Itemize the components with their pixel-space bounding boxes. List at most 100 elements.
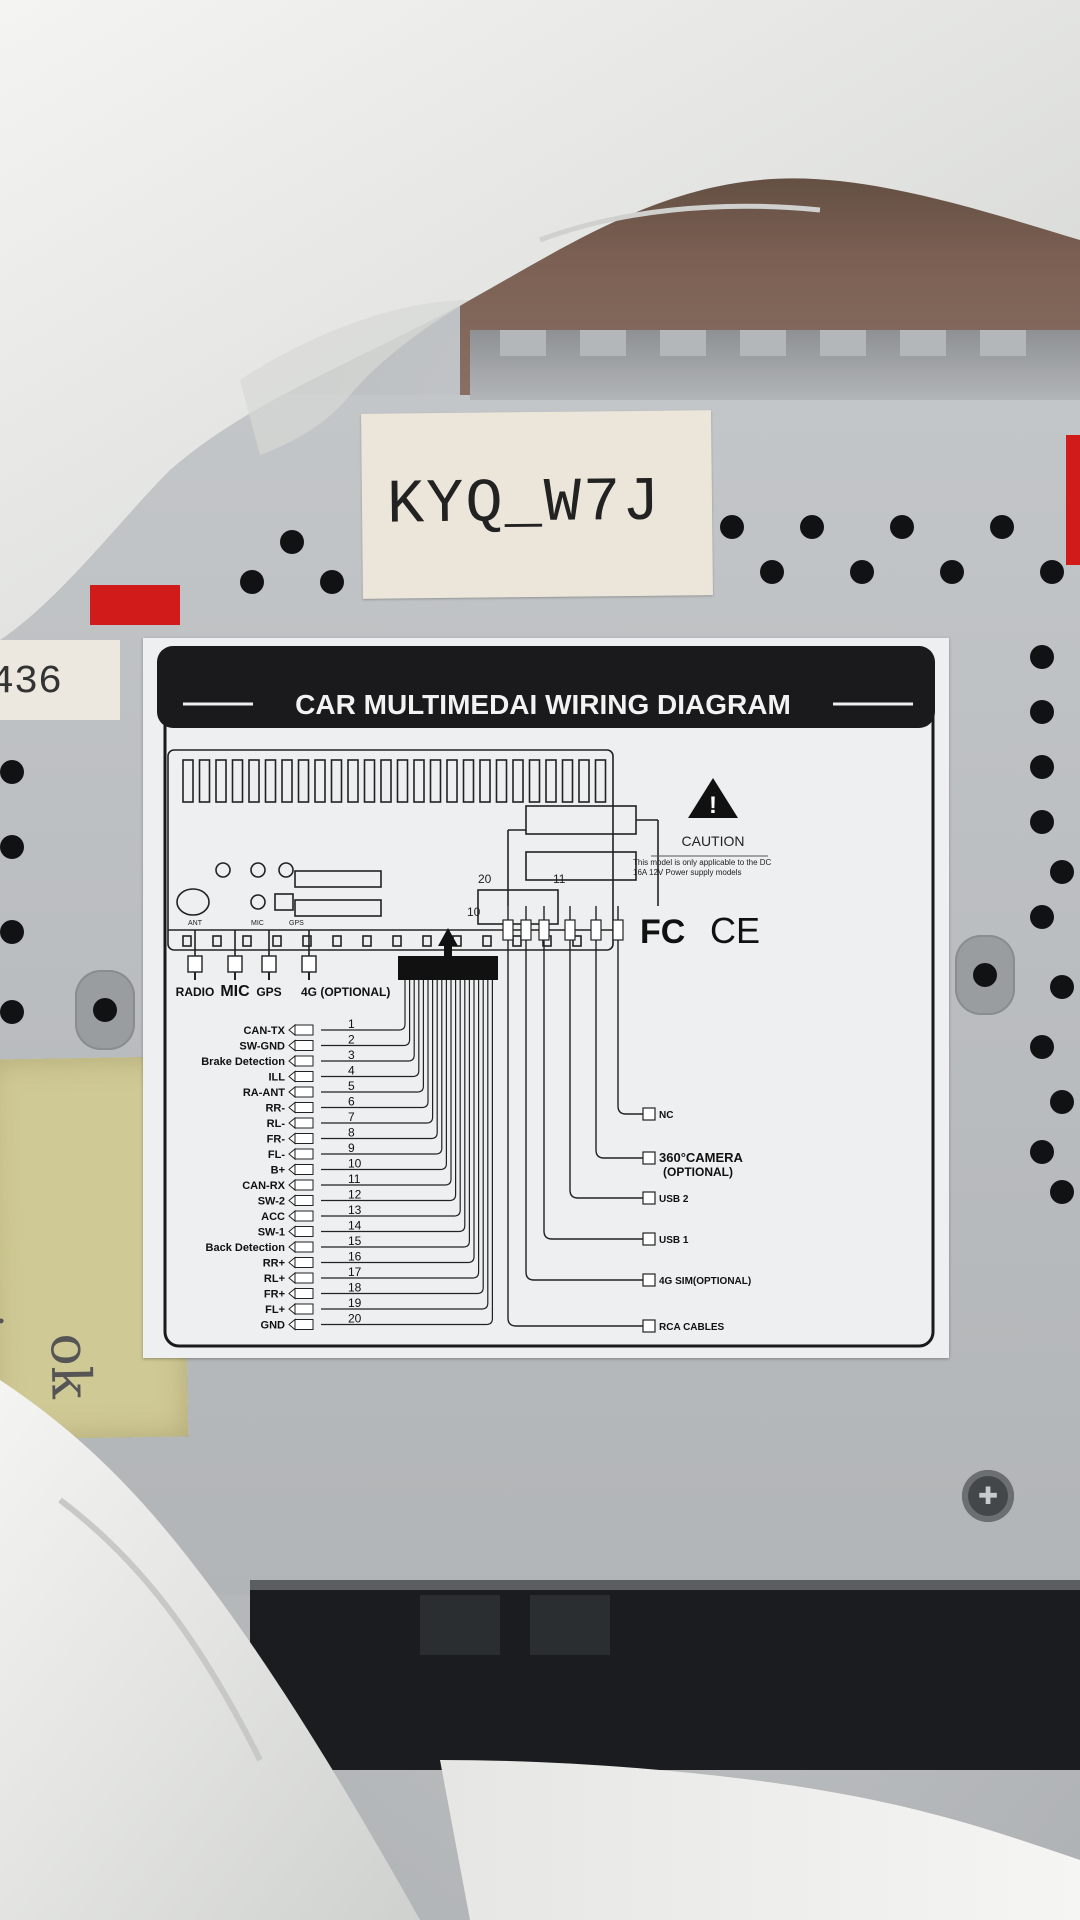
pin-wires <box>288 980 493 1331</box>
pin-number: 14 <box>348 1219 362 1233</box>
wiring-diagram-label: CAR MULTIMEDAI WIRING DIAGRAM 20 11 10 A… <box>143 638 949 1358</box>
vent-hole <box>1050 1180 1074 1204</box>
ce-mark: CE <box>710 910 760 951</box>
pin-wire <box>321 980 457 1202</box>
vent-hole <box>1030 755 1054 779</box>
cooling-fin <box>380 759 392 803</box>
pin-wire <box>321 980 443 1155</box>
pin-number: 1 <box>348 1017 355 1031</box>
vent-hole <box>760 560 784 584</box>
aux-wire <box>569 940 643 1199</box>
pin-label: RL- <box>267 1118 286 1130</box>
cooling-fin <box>215 759 227 803</box>
pin-wire <box>321 980 461 1217</box>
pin-terminal-tip <box>288 1256 296 1269</box>
port-label: 4G (OPTIONAL) <box>301 985 390 999</box>
connector-number: 10 <box>467 905 481 919</box>
cooling-fin <box>561 759 574 803</box>
aux-terminal <box>642 1273 656 1287</box>
pin-number: 17 <box>348 1265 362 1279</box>
pin-number: 15 <box>348 1234 362 1248</box>
cooling-fin <box>231 759 244 803</box>
pin-wire <box>321 980 429 1109</box>
pin-wire <box>321 980 424 1093</box>
pin-slot <box>482 935 492 947</box>
pin-terminal-tip <box>288 1209 296 1223</box>
pin-number: 16 <box>348 1250 362 1264</box>
port-label-small: MIC <box>251 920 264 927</box>
aux-terminal <box>642 1232 656 1246</box>
pin-number: 7 <box>348 1110 355 1124</box>
pin-terminal-tip <box>288 1101 296 1114</box>
port-label-small: GPS <box>289 920 304 927</box>
pin-terminal-tip <box>288 1271 296 1285</box>
vent-hole <box>890 515 914 539</box>
diagram-title: CAR MULTIMEDAI WIRING DIAGRAM <box>295 689 791 720</box>
pin-number: 9 <box>348 1141 355 1155</box>
vent-hole <box>0 760 24 784</box>
cooling-fin <box>297 759 310 803</box>
vent-hole <box>1030 700 1054 724</box>
top-ports: RADIO MIC GPS 4G (OPTIONAL) <box>176 930 390 1000</box>
vent-hole <box>1030 645 1054 669</box>
cooling-fin <box>396 759 409 803</box>
aux-terminal <box>642 1107 656 1121</box>
pin-label: RR- <box>265 1103 285 1115</box>
vent-hole <box>1030 905 1054 929</box>
cooling-fin <box>363 759 376 803</box>
pin-number: 13 <box>348 1203 362 1217</box>
pin-wire <box>321 980 420 1078</box>
pin-number: 19 <box>348 1296 362 1310</box>
bottom-tray <box>250 1590 1080 1770</box>
pin-slot <box>362 935 372 947</box>
aux-terminal <box>642 1151 656 1165</box>
insert-arrow <box>438 928 458 956</box>
cooling-fin <box>446 759 458 803</box>
cooling-fin <box>594 759 607 803</box>
mounting-slot-left <box>75 970 135 1050</box>
pin-number: 12 <box>348 1188 362 1202</box>
aux-wire <box>543 940 643 1240</box>
pin-terminal-tip <box>288 1085 296 1099</box>
pin-slot <box>572 935 582 947</box>
cooling-fin <box>545 759 557 803</box>
port-label: MIC <box>220 983 250 1000</box>
port-label: RADIO <box>176 985 215 999</box>
pin-wire <box>321 980 447 1171</box>
cooling-fin <box>248 759 260 803</box>
exclamation-icon: ! <box>709 792 717 819</box>
caution-text: This model is only applicable to the DC … <box>633 858 772 877</box>
pin-slot <box>212 935 222 947</box>
pin-terminal-tip <box>288 1225 296 1238</box>
pin-terminal-tip <box>288 1147 296 1161</box>
vent-hole <box>850 560 874 584</box>
output-label: USB 2 <box>659 1194 689 1205</box>
pin-wire <box>321 980 406 1031</box>
connector-number: 11 <box>553 872 566 886</box>
pin-wire <box>321 980 415 1062</box>
cooling-fin <box>413 759 425 803</box>
pin-terminal-tip <box>288 1116 296 1130</box>
pin-terminal-tip <box>288 1194 296 1207</box>
pin-label: CAN-TX <box>243 1025 285 1037</box>
bag-top <box>0 0 1080 640</box>
pin-number: 11 <box>348 1172 361 1186</box>
vent-hole <box>1050 860 1074 884</box>
pin-terminal-tip <box>288 1054 296 1068</box>
connector-number: 20 <box>478 872 492 886</box>
pin-label: FL- <box>268 1149 285 1161</box>
red-sticker-tab <box>90 585 180 625</box>
pin-label: SW-1 <box>258 1227 285 1239</box>
vent-hole <box>320 570 344 594</box>
pin-slot <box>332 935 342 947</box>
port-label: GPS <box>256 985 281 999</box>
cooling-fin <box>182 759 194 803</box>
pin-slot <box>512 935 522 947</box>
aux-wire <box>595 940 643 1159</box>
aux-terminal <box>642 1191 656 1205</box>
pin-label: RL+ <box>264 1273 285 1285</box>
